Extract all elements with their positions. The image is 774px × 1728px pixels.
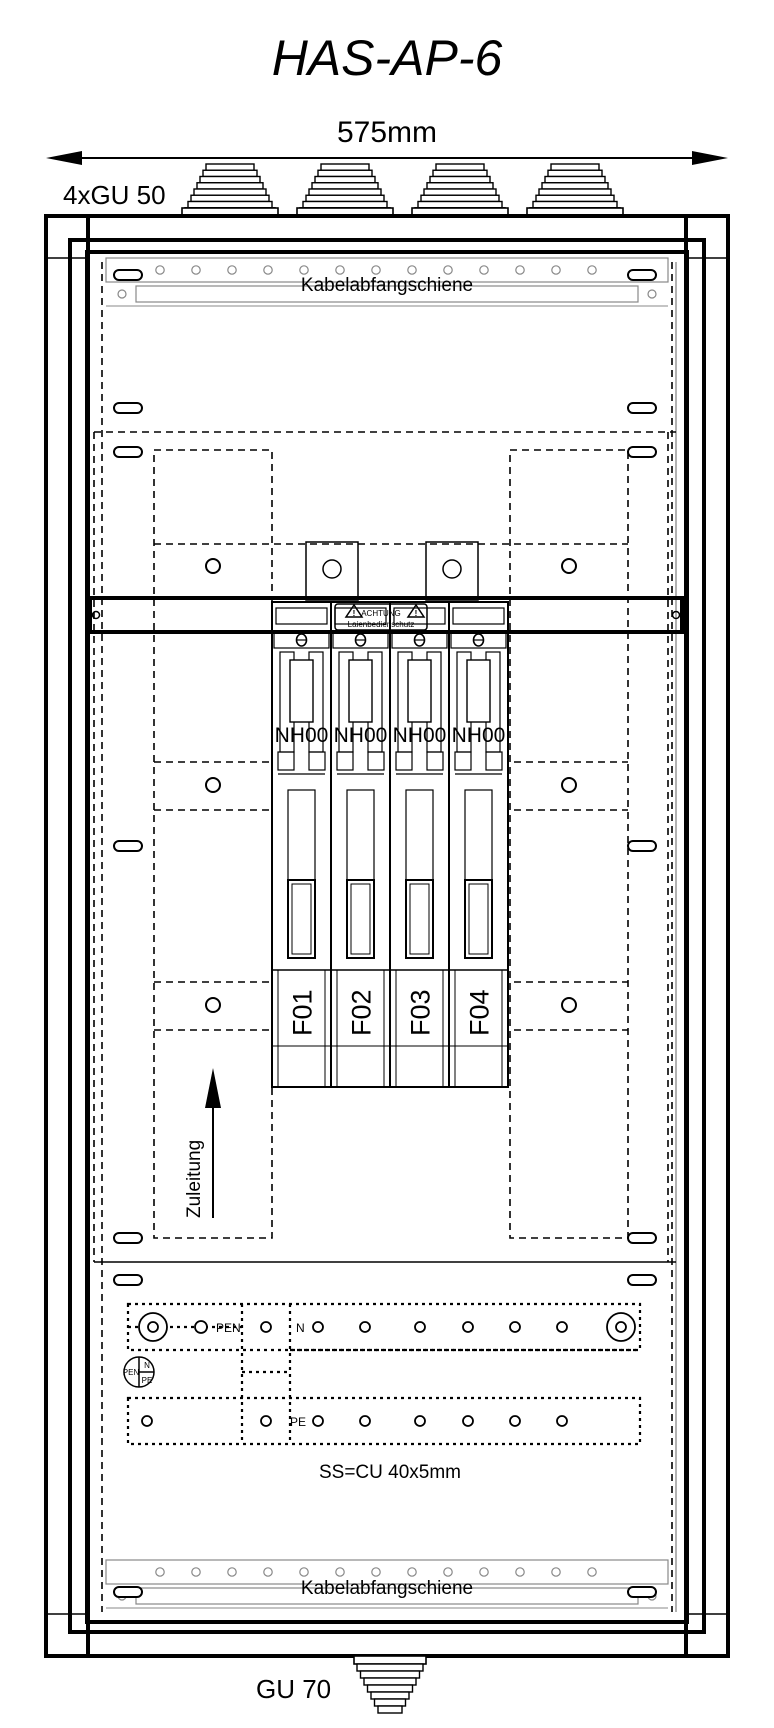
width-dimension-arrow bbox=[46, 151, 728, 165]
warning-label: ! ! ACHTUNG Laienbedienschutz bbox=[334, 603, 428, 631]
fuse-id-label: F01 bbox=[288, 989, 318, 1036]
cable-rail-top-label: Kabelabfangschiene bbox=[301, 275, 473, 296]
width-dimension-label: 575mm bbox=[337, 116, 437, 149]
busbar-terminal bbox=[462, 1321, 474, 1333]
feed-label: Zuleitung bbox=[184, 1140, 205, 1218]
mounting-slot bbox=[113, 1586, 143, 1598]
bottom-gland-label: GU 70 bbox=[256, 1674, 331, 1704]
fuse-type-label: NH00 bbox=[393, 724, 447, 747]
cabinet-inner-wall bbox=[85, 250, 689, 1624]
fuse-type-label: NH00 bbox=[275, 724, 329, 747]
busbar-terminal bbox=[509, 1415, 521, 1427]
feed-terminal-left bbox=[305, 541, 359, 601]
mounting-hole bbox=[561, 777, 577, 793]
protection-cover-bar bbox=[88, 596, 684, 634]
mounting-slot bbox=[627, 269, 657, 281]
fuse-type-label: NH00 bbox=[334, 724, 388, 747]
mounting-slot bbox=[627, 840, 657, 852]
cable-gland-3 bbox=[411, 163, 509, 217]
busbar-zones bbox=[126, 1302, 642, 1446]
mounting-hole bbox=[561, 997, 577, 1013]
busbar-terminal bbox=[141, 1415, 153, 1427]
bottom-cable-gland bbox=[353, 1655, 427, 1714]
busbar-terminal bbox=[462, 1415, 474, 1427]
mounting-slot bbox=[113, 269, 143, 281]
top-glands-label: 4xGU 50 bbox=[63, 180, 166, 210]
fuse-id-label: F03 bbox=[406, 989, 436, 1036]
feed-arrow bbox=[205, 1068, 221, 1218]
mounting-slot bbox=[627, 402, 657, 414]
mounting-slot bbox=[627, 1274, 657, 1286]
bridge-pen-text: PEN bbox=[123, 1368, 140, 1377]
mounting-hole bbox=[205, 558, 221, 574]
busbar-terminal bbox=[556, 1415, 568, 1427]
busbar-terminal bbox=[260, 1415, 272, 1427]
fuse-id-label: F02 bbox=[347, 989, 377, 1036]
feed-zone-right bbox=[509, 449, 629, 1239]
busbar-terminal bbox=[359, 1321, 371, 1333]
fuse-type-label: NH00 bbox=[452, 724, 506, 747]
mounting-slots bbox=[113, 269, 657, 1598]
bridge-n-text: N bbox=[144, 1361, 150, 1370]
busbar-terminals bbox=[138, 1312, 636, 1427]
cable-rail-top bbox=[105, 257, 669, 307]
busbar-pen-label: PEN bbox=[216, 1321, 241, 1335]
busbar-terminal bbox=[312, 1321, 324, 1333]
busbar-n-label: N bbox=[296, 1321, 305, 1335]
mounting-slot bbox=[113, 840, 143, 852]
fuse-section-outline bbox=[93, 431, 676, 1262]
drawing-title: HAS-AP-6 bbox=[272, 30, 503, 86]
cable-gland-2 bbox=[296, 163, 394, 217]
mounting-slot bbox=[113, 1232, 143, 1244]
mounting-slot bbox=[627, 1232, 657, 1244]
mounting-slot bbox=[627, 446, 657, 458]
busbar-terminal bbox=[147, 1321, 159, 1333]
top-cable-glands bbox=[181, 163, 624, 217]
feed-zone-left bbox=[153, 449, 273, 1239]
busbar-terminal bbox=[359, 1415, 371, 1427]
bridge-pe-text: PE bbox=[142, 1376, 153, 1385]
busbar-terminal bbox=[194, 1320, 208, 1334]
busbar-terminal bbox=[312, 1415, 324, 1427]
mounting-hole bbox=[205, 777, 221, 793]
cable-rail-bottom bbox=[105, 1559, 669, 1609]
svg-text:!: ! bbox=[415, 609, 418, 618]
busbar-terminal bbox=[414, 1321, 426, 1333]
warning-label-text: Laienbedienschutz bbox=[348, 620, 415, 629]
busbar-terminal bbox=[509, 1321, 521, 1333]
busbar-terminal bbox=[414, 1415, 426, 1427]
mounting-slot bbox=[113, 402, 143, 414]
mounting-hole bbox=[205, 997, 221, 1013]
mounting-slot bbox=[113, 446, 143, 458]
fuse-id-label: F04 bbox=[465, 989, 495, 1036]
svg-text:!: ! bbox=[353, 609, 356, 618]
cable-rail-bottom-label: Kabelabfangschiene bbox=[301, 1578, 473, 1599]
mounting-hole bbox=[561, 558, 577, 574]
cable-gland-1 bbox=[181, 163, 279, 217]
busbar-terminal bbox=[615, 1321, 627, 1333]
fuse-section-rows bbox=[154, 543, 628, 1031]
busbar-terminal bbox=[260, 1321, 272, 1333]
cabinet-outer-wall bbox=[68, 238, 706, 1634]
busbar-terminal bbox=[556, 1321, 568, 1333]
mounting-slot bbox=[113, 1274, 143, 1286]
feed-terminal-right bbox=[425, 541, 479, 601]
pen-bridge-symbol: PEN N PE bbox=[123, 1356, 155, 1388]
mounting-holes bbox=[205, 558, 577, 1013]
busbar-spec-label: SS=CU 40x5mm bbox=[319, 1462, 461, 1483]
busbar-pe-label: PE bbox=[290, 1415, 306, 1429]
warning-label-title: ACHTUNG bbox=[361, 609, 401, 618]
mounting-slot bbox=[627, 1586, 657, 1598]
cable-gland-4 bbox=[526, 163, 624, 217]
